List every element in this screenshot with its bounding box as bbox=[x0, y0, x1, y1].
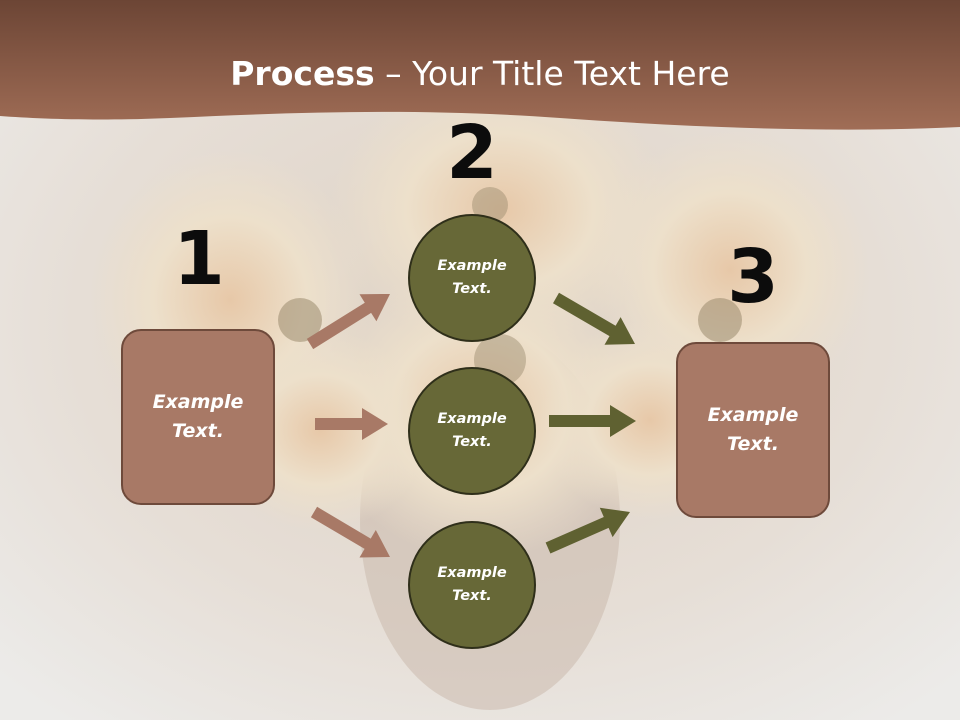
step-number-1: 1 bbox=[173, 216, 225, 302]
step-number-3: 3 bbox=[727, 234, 779, 320]
arrows bbox=[306, 292, 636, 558]
step-number-2: 2 bbox=[446, 110, 498, 196]
step-2-text-bottom: Example Text. bbox=[437, 565, 507, 604]
page-title: Process – Your Title Text Here bbox=[0, 52, 960, 96]
header-band bbox=[0, 0, 960, 130]
step-1-text: Example Text. bbox=[152, 391, 244, 442]
title-rest: – Your Title Text Here bbox=[374, 54, 730, 93]
arrow-1-to-middle bbox=[315, 408, 388, 440]
step-1-box: Example Text. bbox=[121, 329, 275, 505]
step-3-box: Example Text. bbox=[676, 342, 830, 518]
step-3-text: Example Text. bbox=[707, 404, 799, 455]
arrow-middle-to-3 bbox=[549, 405, 636, 437]
arrow-1-to-bottom bbox=[310, 506, 390, 558]
step-2-circle-top: Example Text. bbox=[408, 214, 536, 342]
step-2-text-middle: Example Text. bbox=[437, 411, 507, 450]
step-2-circle-bottom: Example Text. bbox=[408, 521, 536, 649]
arrow-bottom-to-3 bbox=[545, 507, 630, 554]
step-2-text-top: Example Text. bbox=[437, 258, 507, 297]
arrow-1-to-top bbox=[306, 294, 390, 350]
arrow-top-to-3 bbox=[553, 292, 635, 345]
title-bold: Process bbox=[230, 54, 375, 93]
step-2-circle-middle: Example Text. bbox=[408, 367, 536, 495]
